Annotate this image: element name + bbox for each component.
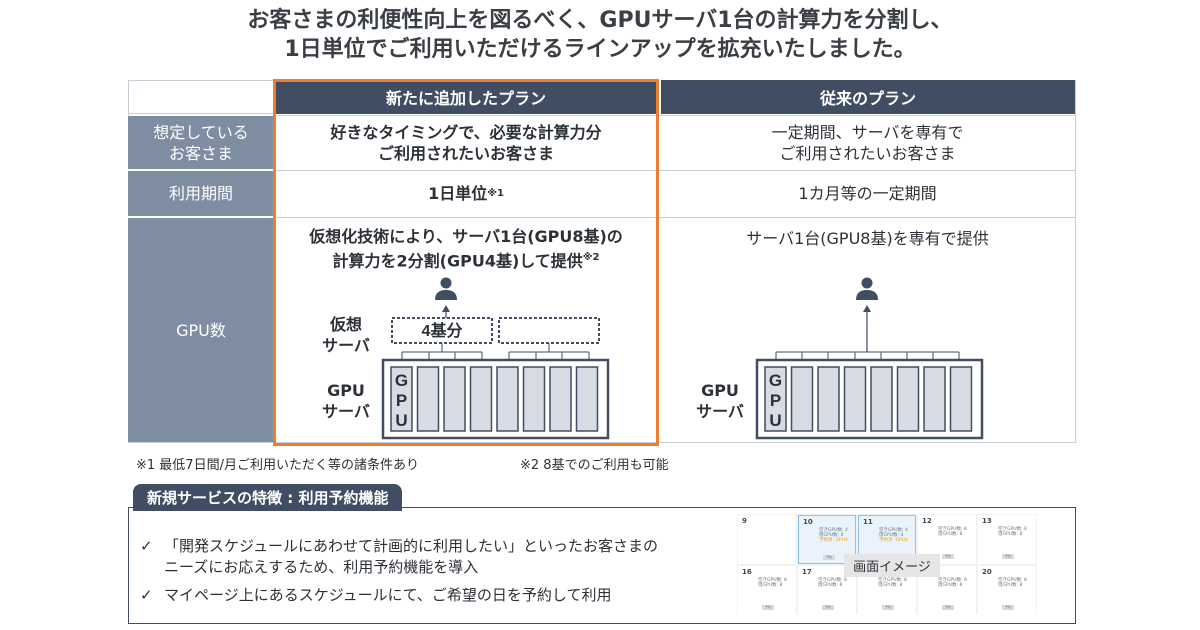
gpu-unit bbox=[496, 366, 519, 432]
new-plan-target-customer: 好きなタイミングで、必要な計算力分 ご利用されたいお客さま bbox=[330, 122, 602, 163]
table-divider bbox=[274, 170, 1076, 171]
gpu-unit bbox=[764, 366, 787, 432]
feature-title: 新規サービスの特徴 : 利用予約機能 bbox=[133, 484, 403, 511]
table-right-border bbox=[1075, 80, 1076, 443]
gpu-unit bbox=[896, 366, 920, 432]
table-divider bbox=[274, 217, 1076, 218]
gpu-unit bbox=[443, 366, 466, 432]
reserve-chip[interactable]: 予約 bbox=[942, 554, 954, 559]
connector-lines-new bbox=[401, 343, 590, 365]
user-icon bbox=[435, 277, 457, 300]
header-blank-cell bbox=[128, 80, 274, 114]
reserve-chip[interactable]: 予約 bbox=[942, 605, 954, 610]
reserve-chip[interactable]: 予約 bbox=[1002, 554, 1014, 559]
gpu-unit bbox=[549, 366, 572, 432]
calendar-day-cell[interactable]: 9 bbox=[738, 515, 796, 564]
footnote-mark-1: ※1 bbox=[487, 188, 504, 199]
header-new-plan: 新たに追加したプラン bbox=[274, 80, 658, 114]
gpu-letter: U bbox=[769, 411, 781, 430]
table-top-border bbox=[128, 80, 274, 81]
table-divider bbox=[274, 115, 1076, 116]
gpu-unit bbox=[469, 366, 493, 432]
gpu-unit bbox=[817, 366, 840, 432]
gpu-unit bbox=[575, 366, 599, 432]
footnote-1: ※1 最低7日間/月ご利用いただく等の諸条件あり bbox=[136, 458, 419, 473]
reserve-chip[interactable]: 予約 bbox=[822, 605, 834, 610]
table-left-border bbox=[128, 80, 129, 116]
old-plan-usage-period: 1カ月等の一定期間 bbox=[798, 184, 937, 203]
feature-bullet-1: ✓「開発スケジュールにあわせて計画的に利用したい」といったお客さまの ニーズにお… bbox=[140, 537, 658, 576]
virtual-server-label: 仮想 サーバ bbox=[322, 315, 370, 355]
new-plan-usage-period: 1日単位※1 bbox=[428, 184, 504, 203]
gpu-server-label-new: GPU サーバ bbox=[322, 381, 370, 421]
virtual-block-label: 4基分 bbox=[422, 321, 463, 340]
screen-image-label: 画面イメージ bbox=[844, 554, 940, 577]
reserve-chip[interactable]: 予約 bbox=[1002, 605, 1014, 610]
headline: お客さまの利便性向上を図るべく、GPUサーバ1台の計算力を分割し、 1日単位でご… bbox=[0, 6, 1200, 64]
gpu-unit bbox=[790, 366, 814, 432]
gpu-unit bbox=[390, 366, 413, 432]
headline-line2: 1日単位でご利用いただけるラインアップを拡充いたしました。 bbox=[284, 37, 916, 62]
row-label-target-customer: 想定している お客さま bbox=[128, 116, 274, 169]
arrow-up-icon bbox=[863, 305, 871, 352]
user-icon bbox=[856, 277, 878, 300]
gpu-units-new: GPU bbox=[390, 366, 599, 432]
gpu-unit bbox=[870, 366, 893, 432]
virtual-server-block-2 bbox=[498, 317, 600, 344]
reserve-chip[interactable]: 予約 bbox=[882, 605, 894, 610]
gpu-unit bbox=[522, 366, 546, 432]
gpu-unit bbox=[923, 366, 946, 432]
header-old-plan: 従来のプラン bbox=[658, 80, 1075, 114]
gpu-unit bbox=[843, 366, 867, 432]
check-icon: ✓ bbox=[140, 537, 153, 555]
gpu-letter: U bbox=[395, 411, 407, 430]
table-bottom-border bbox=[128, 442, 1076, 443]
reserve-chip[interactable]: 予約 bbox=[762, 605, 774, 610]
gpu-unit bbox=[949, 366, 973, 432]
virtual-server-block-1 bbox=[391, 317, 493, 344]
old-plan-gpu-description: サーバ1台(GPU8基)を専有で提供 bbox=[746, 229, 989, 248]
check-icon: ✓ bbox=[140, 586, 153, 604]
gpu-letter: P bbox=[396, 391, 407, 410]
reserve-chip[interactable]: 予約 bbox=[823, 555, 835, 560]
gpu-units-old: GPU bbox=[764, 366, 973, 432]
row-label-gpu-count: GPU数 bbox=[128, 218, 274, 442]
new-plan-gpu-description: 仮想化技術により、サーバ1台(GPU8基)の 計算力を2分割(GPU4基)して提… bbox=[309, 227, 623, 271]
gpu-letter: P bbox=[770, 391, 781, 410]
footnote-2: ※2 8基でのご利用も可能 bbox=[520, 458, 669, 473]
feature-bullet-2: ✓マイページ上にあるスケジュールにて、ご希望の日を予約して利用 bbox=[140, 586, 612, 604]
footnote-mark-2: ※2 bbox=[582, 252, 600, 263]
row-label-usage-period: 利用期間 bbox=[128, 171, 274, 216]
gpu-server-label-old: GPU サーバ bbox=[696, 381, 744, 421]
old-plan-target-customer: 一定期間、サーバを専有で ご利用されたいお客さま bbox=[771, 122, 964, 163]
gpu-letter: G bbox=[395, 371, 408, 390]
gpu-letter: G bbox=[769, 371, 782, 390]
gpu-unit bbox=[416, 366, 440, 432]
headline-line1: お客さまの利便性向上を図るべく、GPUサーバ1台の計算力を分割し、 bbox=[247, 8, 953, 33]
